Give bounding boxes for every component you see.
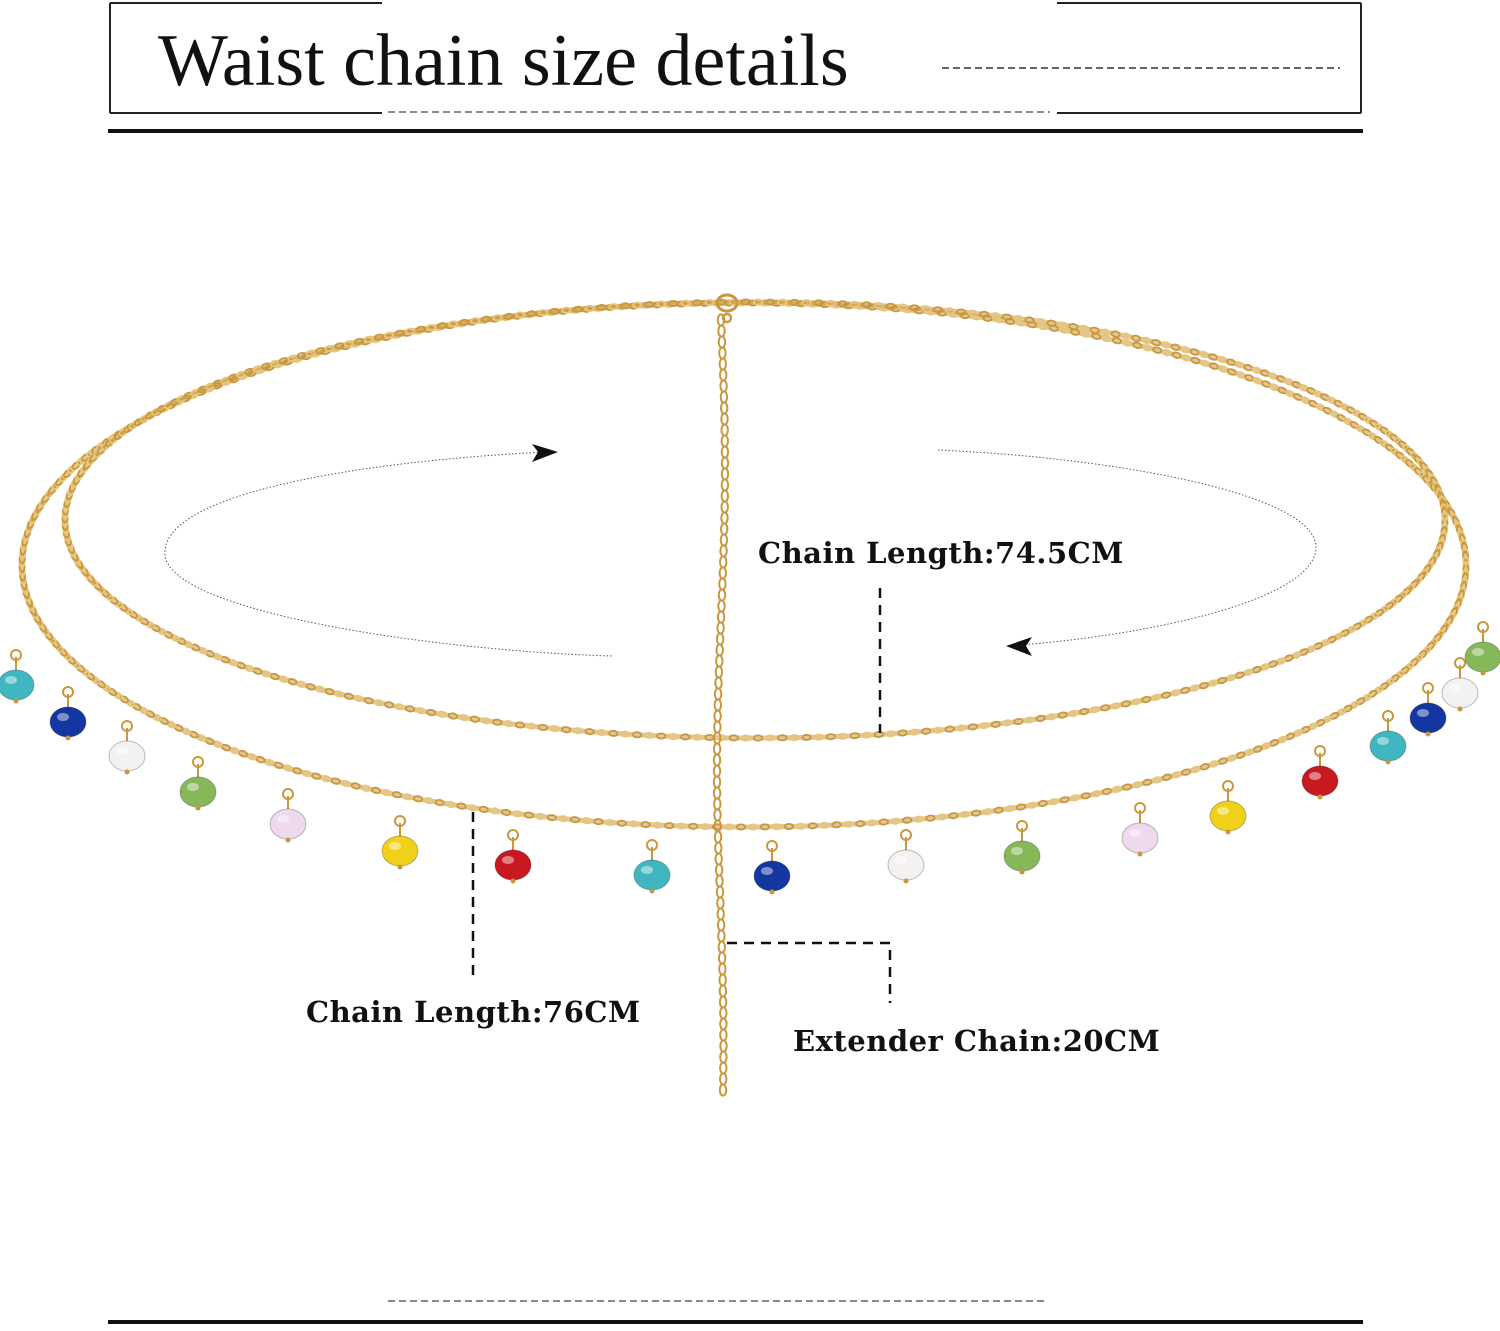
title-frame [108,2,1363,133]
arrow-left-icon [1006,637,1032,656]
bead-charm [1003,820,1041,875]
extender-chain [712,313,730,1097]
bead-charm [494,829,532,884]
dimension-callouts [471,588,892,1003]
page-title: Waist chain size details [158,20,849,102]
bead-charm [381,815,419,870]
bead-charm [179,756,217,811]
extender-chain-length-label: Extender Chain:20CM [793,1024,1161,1058]
bead-charm [753,840,791,895]
bead-charm [1441,657,1479,712]
lobster-clasp [715,293,739,324]
inner-chain [61,298,1449,742]
bead-charm [0,649,35,704]
bead-charm [1409,682,1447,737]
extender-callout-line [727,941,892,1003]
inner-chain-length-label: Chain Length:74.5CM [758,536,1124,570]
bead-charm [108,720,146,775]
outer-chain [18,299,1470,831]
bead-charm [1301,745,1339,800]
footer-rule [108,1300,1363,1324]
bead-charms [0,621,1500,895]
bead-charm [49,686,87,741]
bead-charm [633,839,671,894]
bead-charm [1464,621,1500,676]
arrow-right-icon [532,444,558,462]
bead-charm [1369,710,1407,765]
bead-charm [887,829,925,884]
bead-charm [1209,780,1247,835]
rotation-guide [164,444,1317,657]
bead-charm [1121,802,1159,857]
bead-charm [269,788,307,843]
outer-chain-length-label: Chain Length:76CM [306,995,641,1029]
